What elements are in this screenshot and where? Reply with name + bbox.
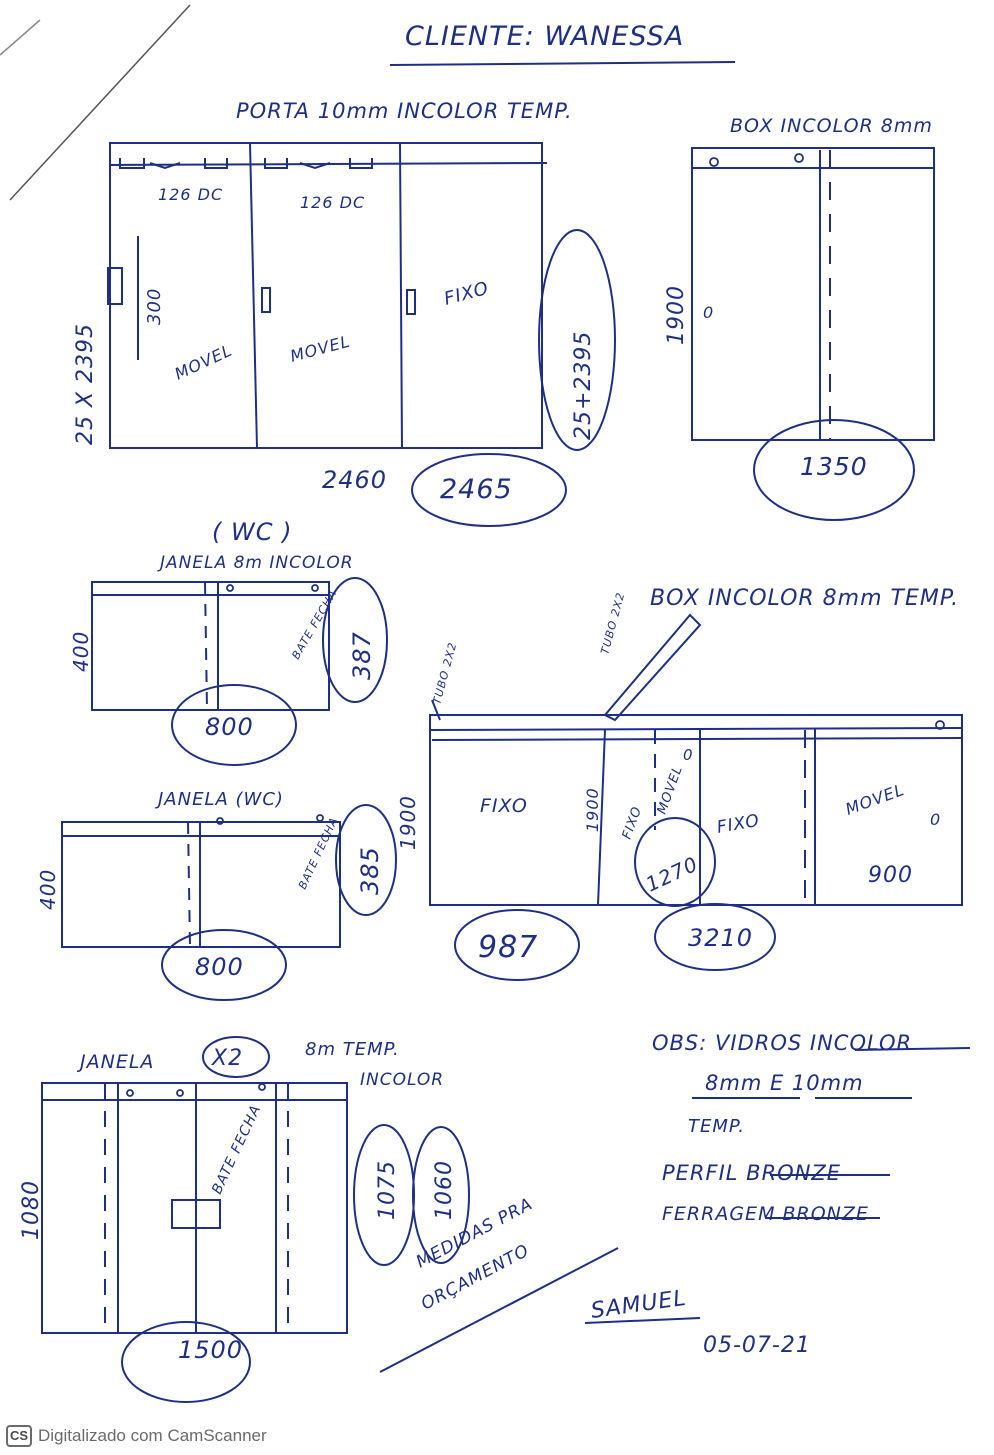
note-obs2: 8mm E 10mm xyxy=(705,1071,864,1095)
box2-inner-height: 1900 xyxy=(583,787,602,832)
janela1-width-circle: 800 xyxy=(205,713,254,741)
janela2-bate: BATE FECHA xyxy=(296,815,341,891)
janela1-heading: JANELA 8m INCOLOR xyxy=(157,553,354,573)
box2-fixo3: FIXO xyxy=(715,811,761,838)
janela3-multiplier: X2 xyxy=(211,1046,243,1071)
porta-width-measure: 2460 xyxy=(322,466,387,494)
box2-tubo-top: TUBO 2X2 xyxy=(598,591,627,656)
janela1-right-circle: 387 xyxy=(348,631,376,680)
box2-fixo1: FIXO xyxy=(480,795,528,817)
camscanner-text: Digitalizado com CamScanner xyxy=(38,1425,267,1445)
box2-movel1: MOVEL xyxy=(655,763,686,816)
porta-width-circle: 2465 xyxy=(440,474,513,505)
note-ferragem: FERRAGEM BRONZE xyxy=(662,1203,869,1225)
janela3-bate: BATE FECHA xyxy=(209,1102,264,1196)
porta-lock-mid: 126 DC xyxy=(300,193,365,212)
janela3-height: 1080 xyxy=(19,1180,44,1240)
porta-right-label: FIXO xyxy=(442,278,491,310)
box2-circle-bottom: 1270 xyxy=(642,852,702,897)
porta-mid-label: MOVEL xyxy=(288,332,352,366)
box1-width-circle: 1350 xyxy=(800,452,868,481)
box2-circle-left: 987 xyxy=(478,930,538,965)
box2-movel2: MOVEL xyxy=(843,780,907,819)
janela3-width-circle: 1500 xyxy=(178,1336,243,1364)
janela3-spec: 8m TEMP. xyxy=(305,1039,400,1060)
porta-side-circle: 25+2395 xyxy=(571,331,596,440)
box2-dot1: 0 xyxy=(683,746,694,764)
janela3-spec2: INCOLOR xyxy=(360,1070,444,1090)
note-obs3: TEMP. xyxy=(688,1116,745,1137)
camscanner-footer: CS Digitalizado com CamScanner xyxy=(0,1416,994,1455)
janela3-circle1: 1075 xyxy=(375,1160,400,1220)
janela2-height: 400 xyxy=(36,869,60,910)
box2-dot2: 0 xyxy=(930,810,941,829)
box1-dot: 0 xyxy=(703,303,714,322)
janela2-width-circle: 800 xyxy=(195,953,244,981)
note-obs1: OBS: VIDROS INCOLOR xyxy=(652,1031,912,1055)
box2-height: 1900 xyxy=(396,795,420,850)
box2-circle-right: 3210 xyxy=(688,924,753,952)
porta-heading: PORTA 10mm INCOLOR TEMP. xyxy=(236,99,573,123)
box2-fixo2: FIXO xyxy=(620,804,646,841)
box2-heading: BOX INCOLOR 8mm TEMP. xyxy=(650,586,959,611)
janela2-heading: JANELA (WC) xyxy=(155,789,284,810)
wc-label: ( WC ) xyxy=(212,518,292,546)
client-title: CLIENTE: WANESSA xyxy=(405,21,684,52)
date: 05-07-21 xyxy=(703,1333,811,1358)
box1-height: 1900 xyxy=(664,285,689,345)
box2-tubo-left: TUBO 2X2 xyxy=(430,641,459,706)
box1-heading: BOX INCOLOR 8mm xyxy=(730,115,933,137)
porta-handle-height: 300 xyxy=(144,288,165,325)
janela3-circle2: 1060 xyxy=(432,1160,457,1220)
janela1-height: 400 xyxy=(69,631,93,672)
porta-left-label: MOVEL xyxy=(172,340,236,383)
note-perfil: PERFIL BRONZE xyxy=(662,1161,841,1185)
porta-side-measure: 25 X 2395 xyxy=(73,323,98,445)
camscanner-logo-icon: CS xyxy=(6,1424,32,1447)
box2-width-right: 900 xyxy=(868,863,913,888)
janela3-heading: JANELA xyxy=(76,1051,154,1073)
janela1-bate: BATE FECHA xyxy=(289,587,339,661)
janela2-right-circle: 385 xyxy=(356,846,384,895)
porta-lock-left: 126 DC xyxy=(158,185,223,204)
